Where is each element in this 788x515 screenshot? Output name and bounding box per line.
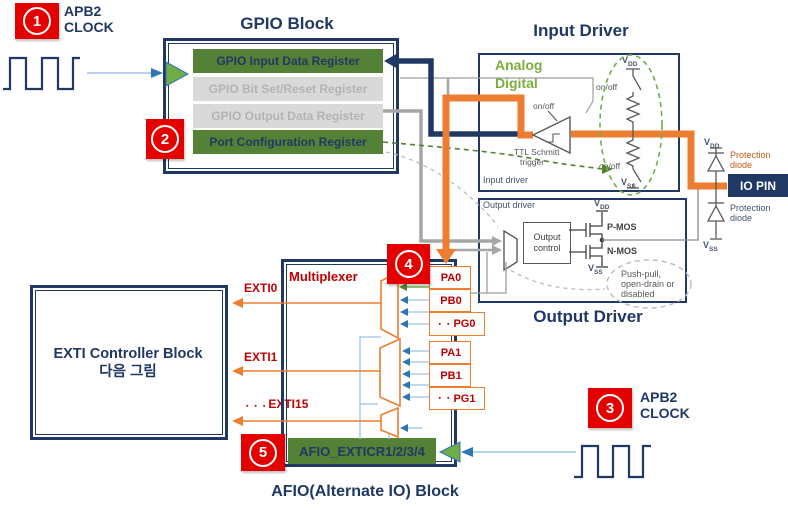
gpio-output-wire	[383, 109, 492, 243]
marker-4: 4	[387, 244, 430, 284]
marker-3: 3	[588, 388, 632, 428]
pull-vdd-label: VDD	[622, 55, 638, 68]
port-box-pa1: PA1	[429, 341, 471, 364]
marker-5: 5	[241, 434, 285, 471]
port-box-pg1: ▪ ▪PG1	[429, 387, 485, 410]
protection-diodes-icon	[706, 147, 726, 240]
digital-label: Digital	[495, 75, 538, 91]
pin-vdd-label: VDD	[704, 137, 720, 150]
pulldown-on-off-label: on/off	[599, 161, 621, 171]
clock-waveform-top-icon	[3, 56, 80, 91]
ttl-schmitt-label-1: TTL Schmitt	[514, 147, 560, 157]
gpio-block-title: GPIO Block	[240, 14, 334, 33]
pmos-label: P-MOS	[607, 222, 637, 232]
marker-1: 1	[15, 3, 59, 39]
outdrv-vdd-label: VDD	[594, 198, 610, 211]
schmitt-on-off-label: on/off	[533, 101, 555, 111]
analog-label: Analog	[495, 57, 543, 73]
pull-vss-label: VSS	[621, 177, 636, 190]
port-box-pa0: PA0	[429, 266, 471, 289]
pullup-on-off-label: on/off	[596, 82, 618, 92]
push-pull-note: Push-pull, open-drain or disabled	[621, 269, 675, 299]
input-driver-inner-label: Input driver	[483, 175, 529, 185]
register-gpio-output-data: GPIO Output Data Register	[193, 104, 383, 128]
register-gpio-input-data: GPIO Input Data Register	[193, 49, 383, 73]
pin-vss-label: VSS	[703, 240, 718, 253]
output-driver-title: Output Driver	[533, 307, 643, 326]
port-box-pb0: PB0	[429, 289, 471, 312]
clock-waveform-bottom-icon	[574, 444, 651, 479]
afio-block-title: AFIO(Alternate IO) Block	[271, 483, 459, 500]
input-driver-title: Input Driver	[533, 21, 629, 40]
exti-controller-box	[30, 285, 228, 440]
register-port-configuration: Port Configuration Register	[193, 130, 383, 154]
exti0-label: EXTI0	[244, 281, 278, 295]
ttl-schmitt-label-2: trigger	[520, 157, 545, 167]
port-box-pg0: ▪ ▪PG0	[429, 312, 485, 336]
exti15-label: ▪ ▪ ▪EXTI15	[246, 397, 309, 411]
input-driver-box	[478, 53, 680, 192]
afio-exticr-register: AFIO_EXTICR1/2/3/4	[288, 438, 436, 464]
output-driver-inner-label: Output driver	[483, 200, 536, 210]
marker-2: 2	[146, 119, 184, 159]
multiplexer-label: Multiplexer	[289, 269, 358, 284]
port-box-pb1: PB1	[429, 364, 471, 387]
exti1-label: EXTI1	[244, 350, 278, 364]
io-pin-box: IO PIN	[728, 174, 788, 197]
outdrv-vss-label: VSS	[588, 263, 603, 276]
register-gpio-bit-set-reset: GPIO Bit Set/Reset Register	[193, 77, 383, 101]
nmos-label: N-MOS	[607, 246, 637, 256]
